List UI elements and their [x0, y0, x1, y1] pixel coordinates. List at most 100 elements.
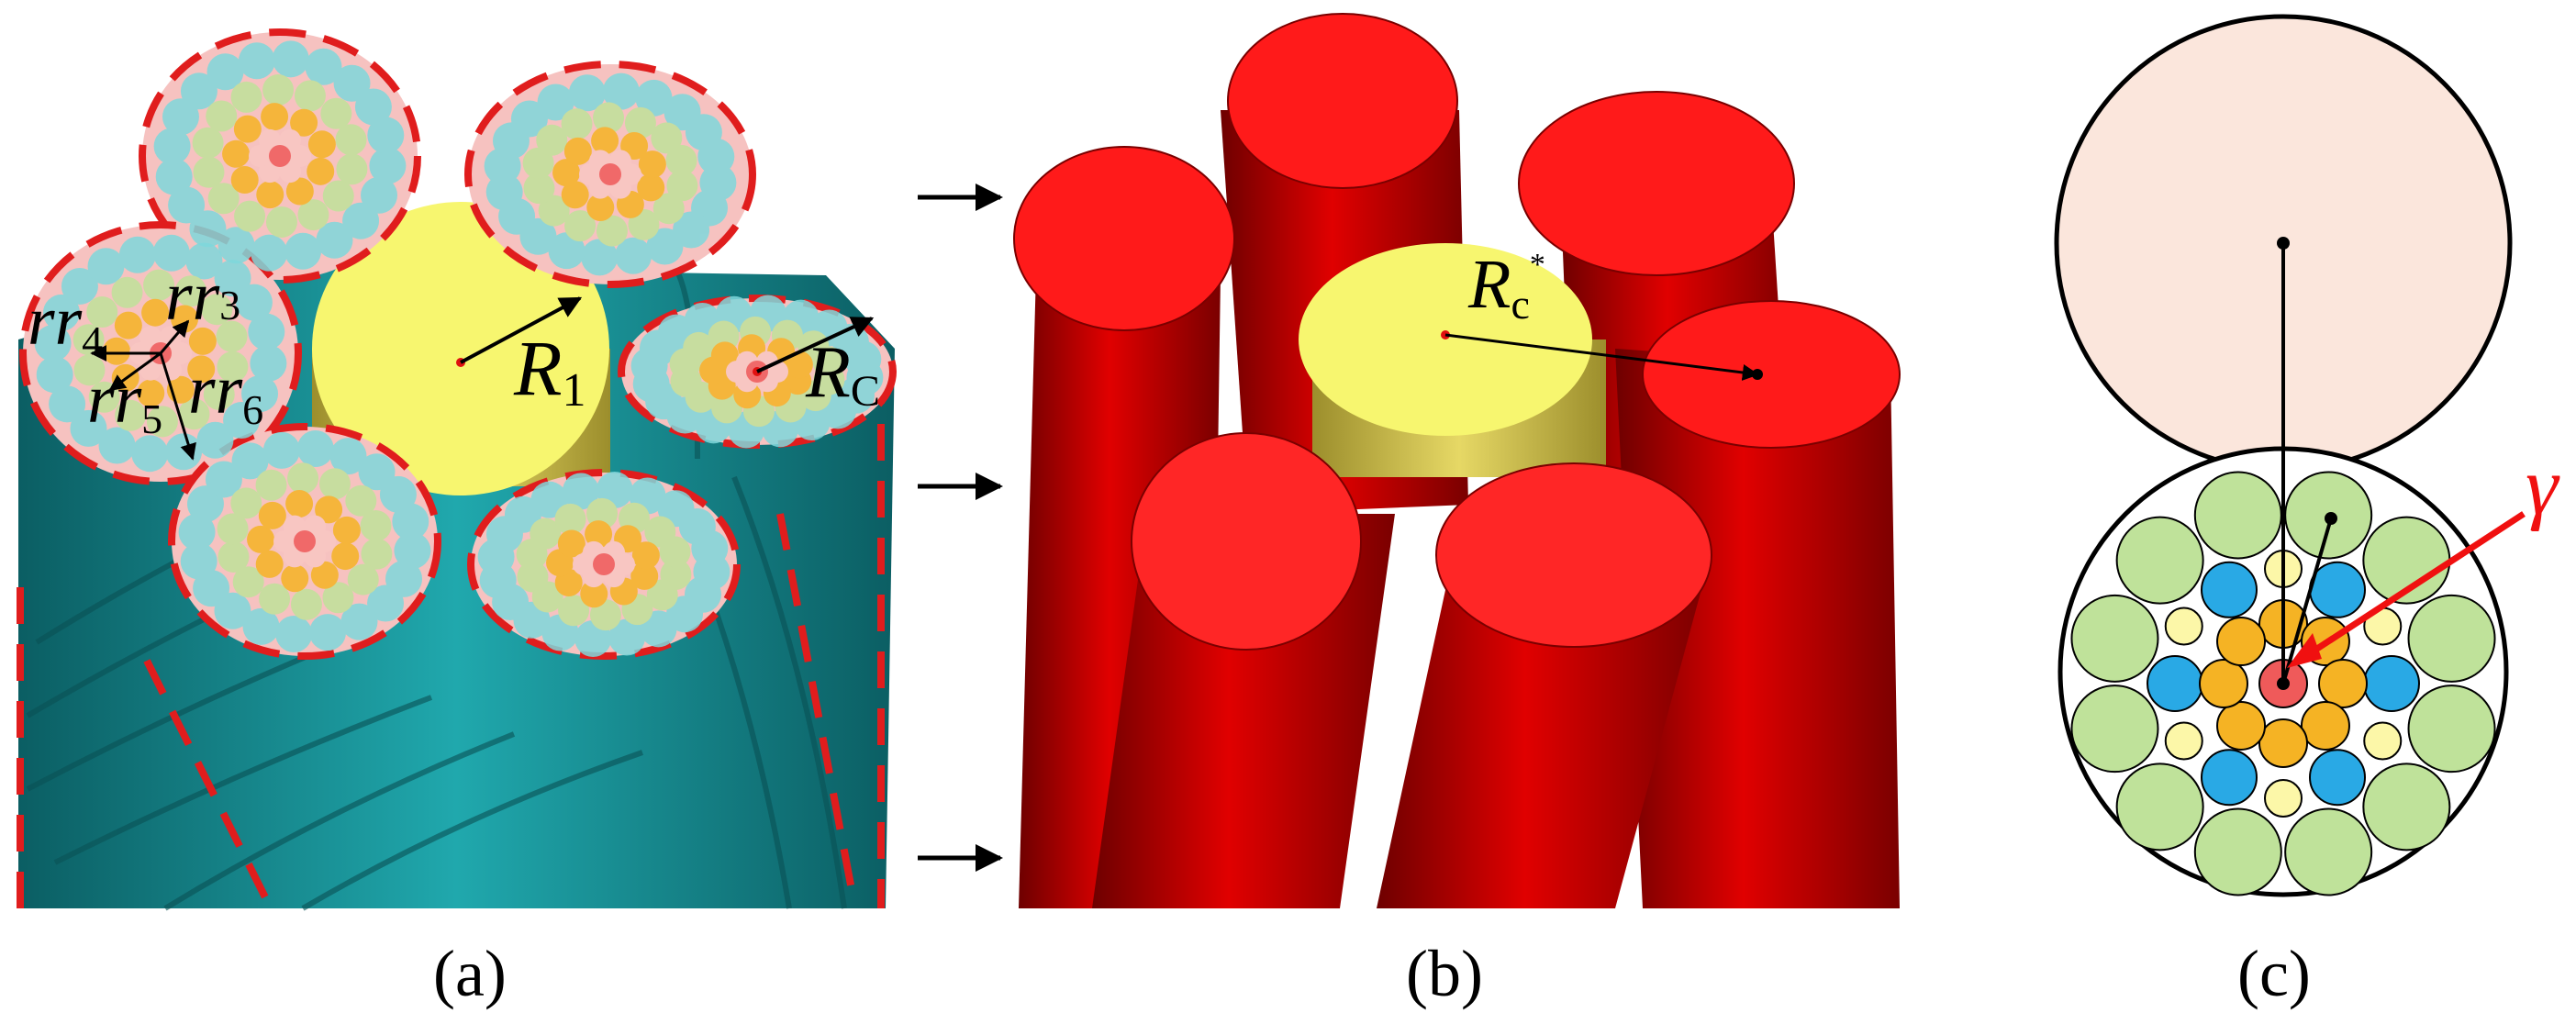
wire	[591, 127, 619, 155]
wire	[98, 427, 136, 464]
wire	[258, 501, 286, 529]
wire	[203, 378, 235, 410]
caption-b: (b)	[1406, 937, 1483, 1010]
wire	[593, 553, 615, 575]
wire	[249, 145, 271, 167]
label-R1: R	[513, 324, 563, 412]
outer-wire	[2115, 516, 2204, 605]
orange-wire	[2258, 718, 2308, 768]
wire	[296, 430, 334, 468]
flow-arrows	[918, 184, 1003, 872]
wire	[637, 173, 665, 202]
pale-wire	[2264, 779, 2303, 818]
wire	[115, 399, 147, 431]
wire	[248, 313, 285, 351]
orange-wire	[2300, 700, 2350, 751]
blue-wire	[2147, 655, 2203, 712]
wire	[153, 128, 191, 165]
wire	[259, 583, 291, 615]
orange-wire	[2216, 617, 2267, 667]
wire	[340, 603, 378, 640]
label-gamma: γ	[2526, 441, 2560, 532]
wire	[165, 433, 203, 471]
wire	[640, 610, 677, 648]
label-Rc-star-sup: *	[1530, 248, 1545, 282]
panel-c: γ (c)	[2054, 14, 2560, 1010]
wire	[287, 462, 319, 495]
wire	[279, 161, 301, 184]
wire	[602, 72, 640, 110]
wire	[193, 156, 225, 188]
wire	[599, 163, 621, 185]
wire	[624, 106, 656, 139]
label-Rc-sub: C	[851, 367, 880, 416]
wire	[697, 138, 735, 175]
wire	[217, 540, 250, 573]
wire	[537, 83, 574, 121]
wire	[554, 503, 586, 535]
wire	[585, 520, 613, 549]
wire	[178, 398, 210, 430]
wire	[152, 234, 190, 272]
wire	[307, 157, 335, 185]
wire	[86, 296, 118, 328]
wire	[214, 260, 251, 297]
wire	[367, 117, 405, 154]
wire	[593, 102, 625, 134]
label-rr4: rr	[28, 283, 83, 360]
wire	[217, 227, 255, 264]
wire	[259, 161, 281, 184]
gamma-arrow	[2297, 511, 2526, 663]
wire	[530, 518, 562, 550]
wire	[259, 128, 281, 151]
wire	[155, 158, 193, 195]
wire	[635, 79, 673, 117]
wire	[207, 183, 240, 215]
outer-wire	[2407, 594, 2496, 683]
label-R1-sub: 1	[563, 364, 586, 417]
wire	[42, 294, 80, 331]
wire	[170, 342, 192, 364]
wire	[691, 529, 729, 567]
wire	[394, 532, 431, 570]
wire	[73, 354, 106, 386]
wire	[87, 248, 125, 285]
wire	[785, 351, 813, 379]
wire	[557, 529, 585, 558]
blue-wire	[2309, 561, 2366, 618]
caption-a: (a)	[433, 937, 507, 1010]
svg-text:rr6: rr6	[188, 351, 263, 433]
label-Rc: R	[805, 332, 851, 413]
wire	[206, 100, 238, 132]
wire	[562, 473, 599, 510]
wire	[235, 284, 273, 321]
outer-wire	[2115, 762, 2204, 851]
wire	[522, 147, 554, 179]
wire	[563, 137, 592, 165]
outer-wire	[2070, 685, 2159, 774]
wire	[261, 103, 289, 131]
wire	[564, 210, 597, 242]
wire	[265, 206, 297, 238]
wire	[608, 618, 646, 656]
wire	[581, 239, 619, 276]
label-rr3: rr	[165, 258, 220, 335]
wire	[114, 311, 142, 339]
strand-wires-c	[2070, 471, 2496, 896]
wire	[188, 327, 217, 355]
wire	[333, 64, 371, 102]
wire	[284, 232, 322, 270]
wire	[137, 379, 165, 407]
label-Rc-star: R	[1467, 246, 1511, 323]
wire	[310, 561, 339, 589]
outer-wire	[2362, 762, 2451, 851]
wire	[345, 484, 377, 517]
wire	[49, 385, 86, 423]
wire	[251, 234, 288, 272]
wire	[536, 124, 568, 156]
blue-wire	[2309, 749, 2366, 807]
wire	[242, 607, 280, 645]
wire	[241, 375, 279, 413]
wire	[146, 406, 178, 438]
wire	[305, 48, 342, 85]
